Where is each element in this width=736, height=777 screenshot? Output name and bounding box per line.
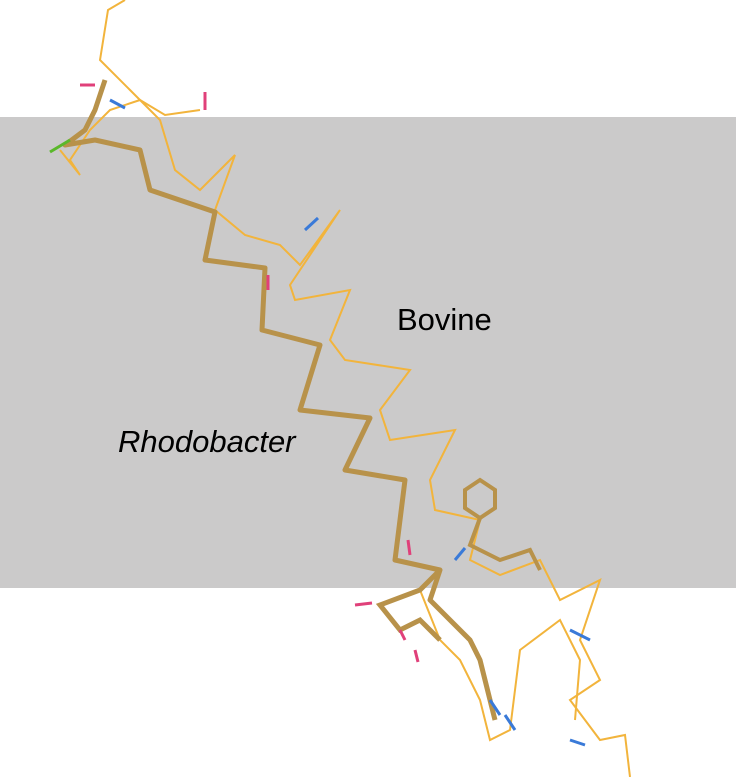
oxygen-stick	[398, 629, 407, 641]
rhodobacter-side-chain	[375, 568, 442, 642]
carbon-stick	[49, 138, 71, 154]
nitrogen-stick	[488, 699, 502, 716]
phenyl-ring	[463, 477, 497, 521]
nitrogen-stick	[303, 216, 320, 232]
label-rhodobacter: Rhodobacter	[118, 424, 296, 459]
nitrogen-stick	[503, 714, 517, 731]
nitrogen-stick	[109, 98, 126, 110]
bovine-side-chains-lower	[419, 589, 582, 742]
nitrogen-stick	[569, 738, 586, 747]
membrane-band	[0, 117, 736, 588]
oxygen-stick	[413, 649, 420, 663]
nitrogen-stick	[453, 547, 467, 561]
rhodobacter-side-chain-2	[467, 517, 542, 571]
rhodobacter-helix-backbone	[62, 79, 498, 721]
oxygen-stick	[354, 601, 373, 607]
bovine-helix-backbone	[98, 0, 631, 777]
nitrogen-stick	[569, 628, 591, 642]
bovine-side-chains	[59, 98, 201, 176]
label-bovine: Bovine	[397, 302, 492, 337]
oxygen-stick	[406, 539, 412, 556]
